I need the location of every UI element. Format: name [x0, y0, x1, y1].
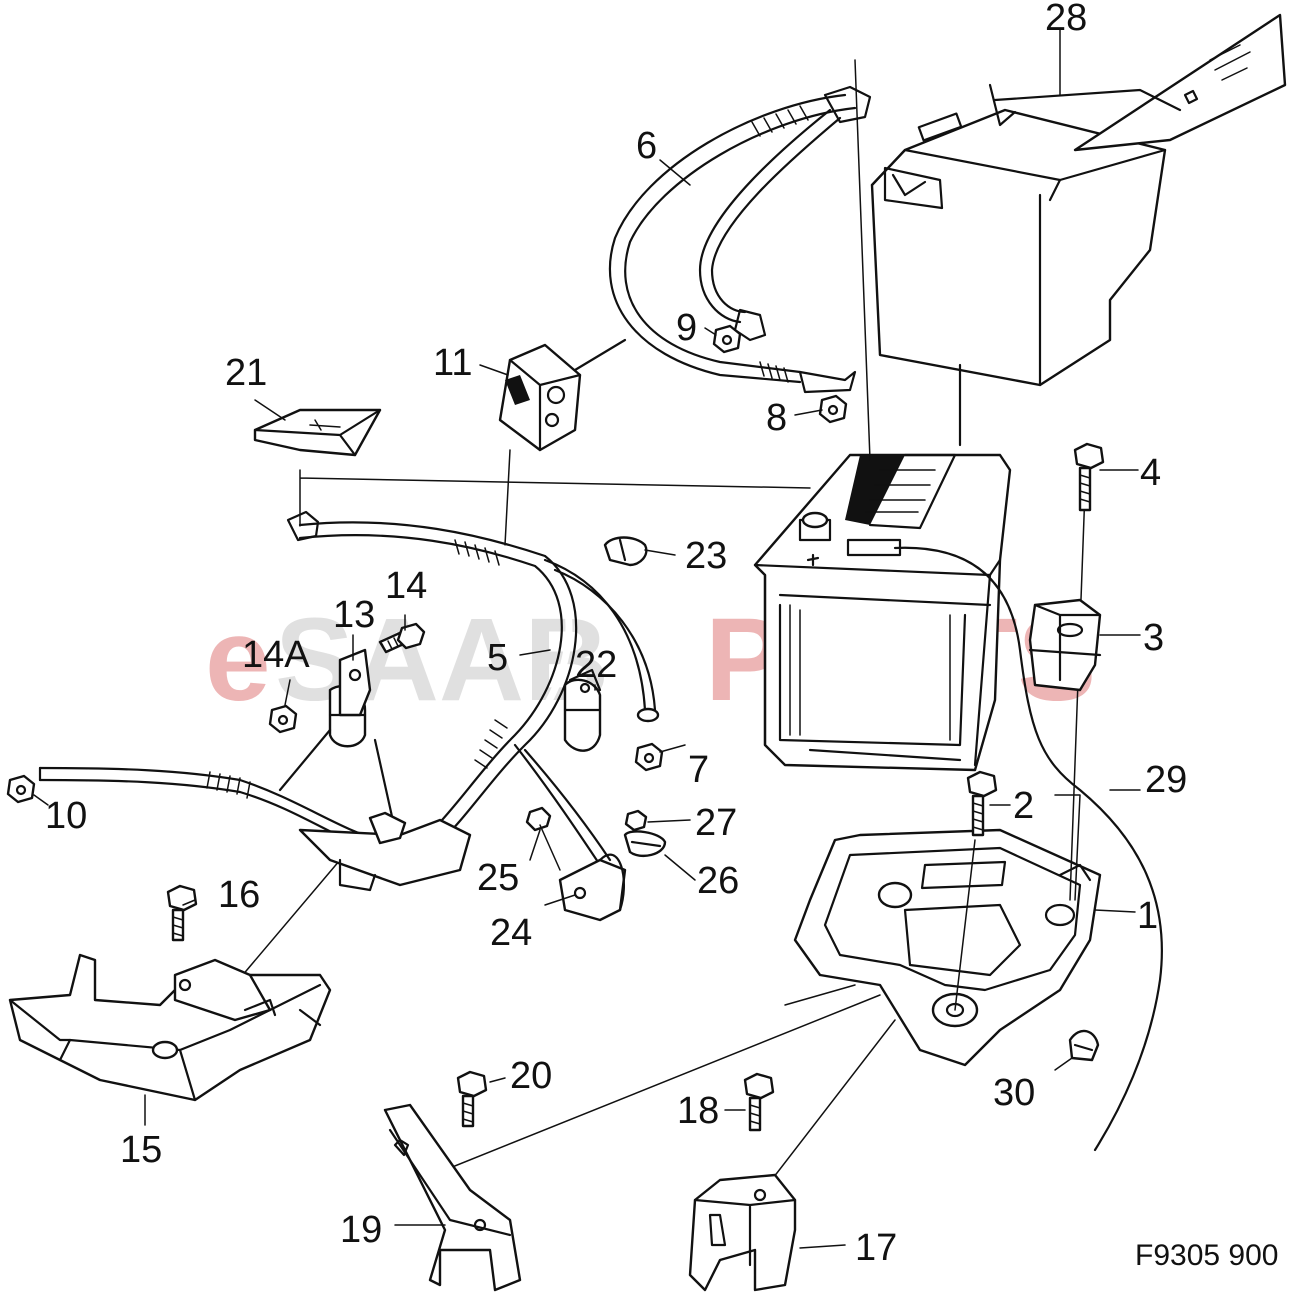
- watermark-prefix: e: [205, 594, 271, 726]
- watermark-brand: SAAB: [275, 594, 609, 726]
- bracket-15: [8, 953, 332, 1102]
- bracket-19: [383, 1103, 522, 1292]
- callout-11: 11: [433, 342, 472, 384]
- parts-7-26-27: [623, 742, 667, 857]
- bolt-16: [166, 884, 198, 942]
- callout-7: 7: [688, 749, 709, 791]
- callout-2: 2: [1013, 785, 1034, 827]
- callout-4: 4: [1140, 452, 1161, 494]
- callout-17: 17: [855, 1227, 897, 1269]
- battery-tray: [784, 828, 1102, 1067]
- callout-6: 6: [636, 125, 657, 167]
- callout-3: 3: [1143, 617, 1164, 659]
- battery-cover: [870, 13, 1287, 447]
- bolt-4: [1073, 442, 1105, 512]
- clip-23: [603, 536, 648, 567]
- bolt-2: [966, 770, 998, 837]
- callout-27: 27: [695, 802, 737, 844]
- cover-21: [253, 408, 382, 457]
- callout-10: 10: [45, 795, 87, 837]
- callout-5: 5: [487, 637, 508, 679]
- callout-1: 1: [1137, 895, 1158, 937]
- bolt-18: [743, 1072, 775, 1132]
- callout-19: 19: [340, 1209, 382, 1251]
- callout-28: 28: [1045, 0, 1087, 39]
- callout-26: 26: [697, 860, 739, 902]
- cable-5: [38, 510, 660, 892]
- callout-30: 30: [993, 1072, 1035, 1114]
- bolt-20: [456, 1070, 488, 1128]
- clip-24-screw-25: [525, 806, 627, 922]
- callout-25: 25: [477, 857, 519, 899]
- callout-23: 23: [685, 535, 727, 577]
- battery: [753, 453, 1163, 1152]
- retainer-3: [1028, 598, 1102, 692]
- bracket-17: [688, 1173, 797, 1292]
- callout-14a: 14A: [242, 634, 310, 676]
- callout-14: 14: [385, 565, 427, 607]
- callout-18: 18: [677, 1090, 719, 1132]
- callout-29: 29: [1145, 759, 1187, 801]
- assembly-leaders: [229, 59, 1086, 1196]
- drawing-number: F9305 900: [1135, 1239, 1278, 1272]
- callout-15: 15: [120, 1129, 162, 1171]
- callout-labels: 1 2 3 4 5 6 7 8 9 10 11 13 14 14A 15 16 …: [45, 0, 1187, 1269]
- callout-16: 16: [218, 874, 260, 916]
- nut-10: [6, 774, 36, 804]
- terminal-block-11: [498, 338, 627, 452]
- callout-8: 8: [766, 397, 787, 439]
- callout-9: 9: [676, 307, 697, 349]
- callout-24: 24: [490, 912, 532, 954]
- clip-22: [563, 668, 602, 752]
- cable-6: [608, 85, 872, 394]
- nuts-8-9: [712, 324, 848, 424]
- callout-13: 13: [333, 594, 375, 636]
- clip-30: [1068, 1029, 1100, 1062]
- callout-22: 22: [575, 644, 617, 686]
- callout-20: 20: [510, 1055, 552, 1097]
- callout-leaders: [33, 29, 1141, 1249]
- callout-21: 21: [225, 352, 267, 394]
